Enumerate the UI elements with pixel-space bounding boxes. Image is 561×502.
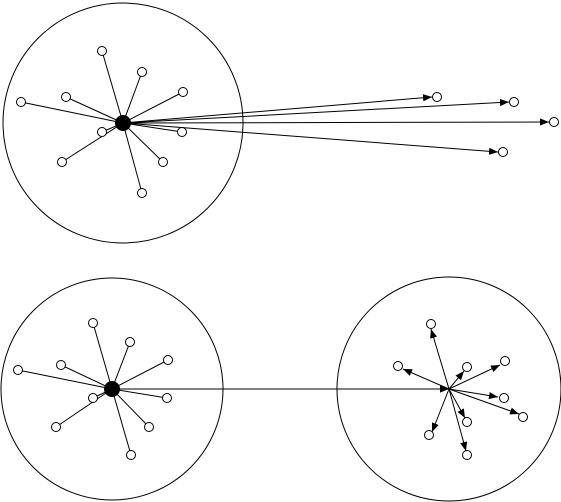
- spoke: [111, 359, 169, 390]
- node: [158, 157, 168, 167]
- external-node: [509, 97, 519, 107]
- node: [178, 87, 188, 97]
- node: [424, 430, 434, 440]
- node: [61, 92, 71, 102]
- node: [13, 365, 23, 375]
- spoke: [65, 96, 124, 124]
- spoke: [122, 122, 143, 194]
- arrow-to-node: [402, 368, 450, 390]
- node: [88, 393, 98, 403]
- spoke: [20, 101, 124, 124]
- node: [163, 355, 173, 365]
- spoke: [111, 388, 132, 456]
- spoke: [111, 388, 168, 399]
- node: [144, 422, 154, 432]
- arrow-to-external-node: [122, 94, 433, 124]
- spoke: [55, 388, 113, 428]
- arrow-to-node: [448, 388, 499, 400]
- node: [57, 157, 67, 167]
- external-node: [498, 147, 508, 157]
- node: [499, 393, 509, 403]
- spoke: [111, 341, 131, 390]
- node: [97, 46, 107, 56]
- node: [162, 393, 172, 403]
- bottom-left-spokes: [17, 322, 169, 456]
- node: [462, 362, 472, 372]
- top-spokes: [20, 50, 184, 194]
- node: [177, 127, 187, 137]
- arrow-to-node: [430, 328, 450, 390]
- bottom-right-cluster-boundary: [336, 276, 561, 502]
- node: [518, 412, 528, 422]
- external-node: [549, 117, 559, 127]
- node: [393, 361, 403, 371]
- node: [16, 97, 26, 107]
- top-cluster: [2, 2, 559, 244]
- node: [126, 450, 136, 460]
- node: [125, 337, 135, 347]
- bottom-left-nodes: [13, 318, 173, 460]
- node: [51, 422, 61, 432]
- spoke: [101, 50, 124, 124]
- spoke: [122, 122, 164, 163]
- top-hub: [115, 115, 131, 131]
- bottom-right-arrows: [402, 328, 520, 452]
- top-outgoing-arrows: [122, 94, 550, 155]
- arrow-to-external-node: [122, 98, 510, 124]
- spoke: [60, 364, 113, 390]
- spoke: [61, 122, 124, 163]
- spoke: [111, 388, 150, 428]
- spoke: [17, 369, 113, 390]
- spoke: [122, 91, 184, 124]
- arrow-to-external-node: [122, 122, 499, 155]
- node: [500, 356, 510, 366]
- arrow-to-node: [448, 370, 465, 390]
- node: [462, 417, 472, 427]
- arrow-to-node: [448, 388, 520, 415]
- bottom-right-nodes: [393, 319, 528, 460]
- node: [97, 127, 107, 137]
- spoke: [122, 71, 143, 124]
- spoke: [122, 122, 183, 133]
- node: [88, 318, 98, 328]
- node: [426, 319, 436, 329]
- node: [56, 360, 66, 370]
- arrow-to-external-node: [122, 118, 550, 126]
- top-nodes: [16, 46, 559, 198]
- external-node: [432, 92, 442, 102]
- node: [137, 67, 147, 77]
- arrow-to-node: [448, 388, 468, 452]
- node: [137, 188, 147, 198]
- node: [462, 450, 472, 460]
- arrow-to-node: [448, 388, 466, 419]
- arrow-to-node: [448, 364, 501, 390]
- arrow-to-node: [431, 388, 450, 433]
- spoke: [92, 322, 113, 390]
- bottom-right-cluster: [336, 276, 561, 502]
